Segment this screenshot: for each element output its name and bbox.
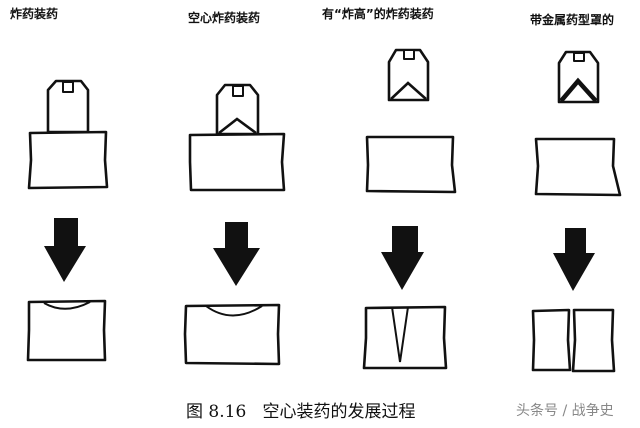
target-plate xyxy=(534,137,622,197)
hollow-cone xyxy=(390,81,427,100)
watermark: 头条号 / 战争史 xyxy=(516,402,614,419)
deeper-crater xyxy=(205,305,263,317)
label-lined-charge: 带金属药型罩的 xyxy=(530,12,614,27)
target-plate xyxy=(188,132,286,192)
detonator xyxy=(62,81,74,93)
column-standoff-charge xyxy=(362,48,457,370)
column-plain-charge xyxy=(26,79,109,362)
label-standoff-charge: 有“炸高”的炸药装药 xyxy=(322,6,434,21)
damaged-target xyxy=(26,299,107,362)
detonator xyxy=(403,49,415,60)
hollow-cone xyxy=(218,117,257,135)
shallow-crater xyxy=(43,301,91,310)
deep-penetration xyxy=(391,306,409,363)
column-hollow-charge xyxy=(183,83,286,366)
arrow-down-icon xyxy=(213,222,260,286)
damaged-target xyxy=(362,305,448,370)
arrow-down-icon xyxy=(381,226,424,290)
label-explosive-charge: 炸药装药 xyxy=(10,6,58,21)
split-target-left xyxy=(531,308,572,372)
detonator xyxy=(232,85,244,97)
column-lined-charge xyxy=(531,50,622,373)
detonator xyxy=(573,52,585,62)
charge xyxy=(387,48,430,102)
arrow-down-icon xyxy=(44,218,86,282)
target-plate xyxy=(365,135,457,194)
figure-caption: 图 8.16 空心装药的发展过程 xyxy=(186,402,415,422)
target-plate xyxy=(27,130,109,190)
split-target-right xyxy=(571,308,616,373)
arrow-down-icon xyxy=(553,228,595,291)
label-hollow-charge: 空心炸药装药 xyxy=(188,10,260,25)
metal-liner xyxy=(559,77,598,103)
damaged-target xyxy=(183,303,281,366)
